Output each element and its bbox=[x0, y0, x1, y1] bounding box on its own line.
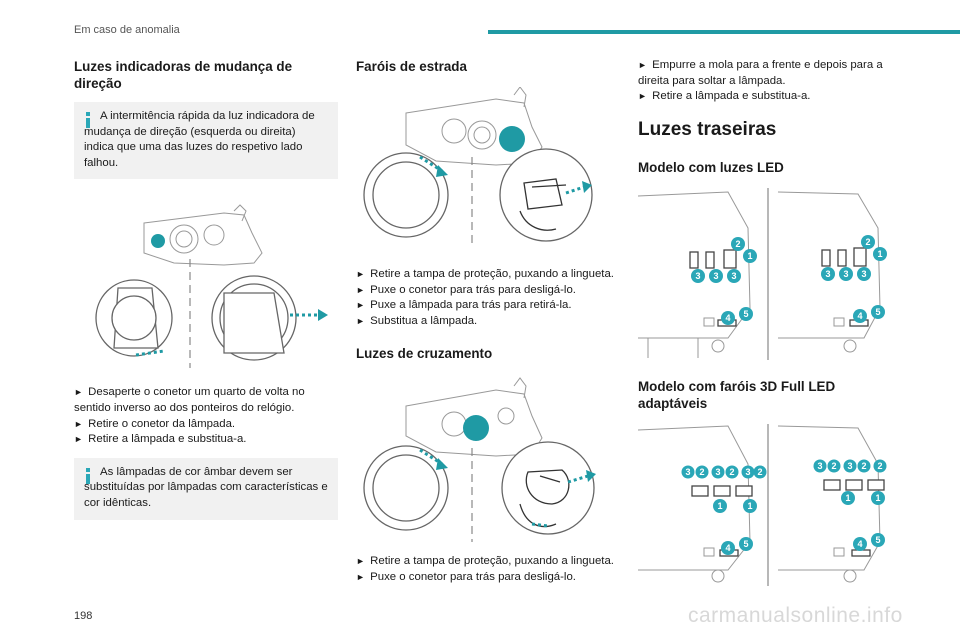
watermark: carmanualsonline.info bbox=[688, 604, 903, 627]
badge-label: 4 bbox=[857, 539, 862, 549]
low-beam-title: Luzes de cruzamento bbox=[356, 346, 493, 362]
led-rear-illustration: 2 1 3 3 3 4 5 2 1 3 3 3 4 5 bbox=[638, 187, 887, 360]
badge-label: 1 bbox=[845, 493, 850, 503]
led-model-title: Modelo com luzes LED bbox=[638, 159, 784, 175]
badge-label: 5 bbox=[875, 535, 880, 545]
info-note: A intermitência rápida da luz indicadora… bbox=[74, 102, 338, 180]
badge-label: 1 bbox=[747, 501, 752, 511]
column-rear-lights: ► Empurre a mola para a frente e depois … bbox=[638, 52, 888, 586]
turn-signals-title: Luzes indicadoras de mudança de direção bbox=[74, 59, 293, 91]
badge-label: 1 bbox=[877, 249, 882, 259]
high-beam-steps: ► Retire a tampa de proteção, puxando a … bbox=[356, 267, 620, 329]
badge-label: 3 bbox=[861, 269, 866, 279]
header-accent-bar bbox=[488, 30, 960, 34]
high-beam-title: Faróis de estrada bbox=[356, 59, 467, 74]
led-rear-figure: 2 1 3 3 3 4 5 2 1 3 3 3 4 5 bbox=[638, 187, 888, 360]
column-headlights: Faróis de estrada bbox=[356, 52, 620, 586]
step-item: ► Retire a lâmpada e substitua-a. bbox=[74, 433, 247, 446]
page-number: 198 bbox=[74, 610, 93, 622]
badge-label: 5 bbox=[743, 309, 748, 319]
step-item: ► Empurre a mola para a frente e depois … bbox=[638, 59, 883, 87]
column-turn-signals: Luzes indicadoras de mudança de direção … bbox=[74, 52, 338, 520]
step-item: ► Puxe o conetor para trás para desligá-… bbox=[356, 570, 576, 583]
high-beam-figure bbox=[356, 87, 620, 247]
badge-label: 3 bbox=[731, 271, 736, 281]
badge-label: 3 bbox=[695, 271, 700, 281]
rear-lights-title: Luzes traseiras bbox=[638, 118, 777, 140]
info-note-text: A intermitência rápida da luz indicadora… bbox=[84, 110, 315, 169]
badge-label: 3 bbox=[847, 461, 852, 471]
step-item: ► Retire a lâmpada e substitua-a. bbox=[638, 90, 811, 103]
badge-label: 2 bbox=[865, 237, 870, 247]
badge-label: 4 bbox=[725, 313, 730, 323]
badge-label: 2 bbox=[861, 461, 866, 471]
step-item: ► Retire a tampa de proteção, puxando a … bbox=[356, 268, 614, 280]
step-item: ► Retire a tampa de proteção, puxando a … bbox=[356, 555, 614, 568]
badge-label: 3 bbox=[825, 269, 830, 279]
turn-signal-illustration bbox=[95, 204, 328, 369]
step-item: ► Puxe a lâmpada para trás para retirá-l… bbox=[356, 299, 572, 312]
badge-label: 3 bbox=[715, 467, 720, 477]
badge-label: 1 bbox=[717, 501, 722, 511]
badge-label: 2 bbox=[735, 239, 740, 249]
full-led-rear-figure: 3 2 3 2 3 2 3 2 3 2 2 1 1 1 1 4 5 4 5 bbox=[638, 423, 888, 586]
step-item: ► Substitua a lâmpada. bbox=[356, 314, 478, 327]
badge-label: 2 bbox=[831, 461, 836, 471]
badge-label: 3 bbox=[685, 467, 690, 477]
low-beam-illustration bbox=[363, 377, 596, 543]
badge-label: 5 bbox=[743, 539, 748, 549]
badge-label: 3 bbox=[713, 271, 718, 281]
info-note: As lâmpadas de cor âmbar devem ser subst… bbox=[74, 457, 338, 520]
turn-signal-figure bbox=[74, 203, 338, 373]
step-item: ► Puxe o conetor para trás para desligá-… bbox=[356, 283, 576, 296]
info-icon bbox=[86, 112, 90, 128]
high-beam-illustration bbox=[363, 87, 593, 245]
badge-label: 4 bbox=[857, 311, 862, 321]
full-led-model-title: Modelo com faróis 3D Full LED adaptáveis bbox=[638, 378, 836, 411]
low-beam-steps: ► Retire a tampa de proteção, puxando a … bbox=[356, 554, 620, 585]
bulb-steps: ► Empurre a mola para a frente e depois … bbox=[638, 58, 888, 105]
badge-label: 3 bbox=[745, 467, 750, 477]
badge-label: 2 bbox=[877, 461, 882, 471]
step-item: ► Desaperte o conetor um quarto de volta… bbox=[74, 386, 305, 414]
badge-label: 2 bbox=[699, 467, 704, 477]
badge-label: 1 bbox=[747, 251, 752, 261]
badge-label: 2 bbox=[757, 467, 762, 477]
badge-label: 3 bbox=[843, 269, 848, 279]
badge-label: 2 bbox=[729, 467, 734, 477]
info-icon bbox=[86, 467, 90, 484]
badge-label: 5 bbox=[875, 307, 880, 317]
badge-label: 4 bbox=[725, 543, 730, 553]
low-beam-figure bbox=[356, 376, 620, 544]
badge-label: 1 bbox=[875, 493, 880, 503]
section-header: Em caso de anomalia bbox=[74, 24, 180, 36]
info-note-text: As lâmpadas de cor âmbar devem ser subst… bbox=[84, 465, 328, 509]
full-led-rear-illustration: 3 2 3 2 3 2 3 2 3 2 2 1 1 1 1 4 5 4 5 bbox=[638, 423, 887, 586]
badge-label: 3 bbox=[817, 461, 822, 471]
turn-signal-steps: ► Desaperte o conetor um quarto de volta… bbox=[74, 385, 338, 447]
step-item: ► Retire o conetor da lâmpada. bbox=[74, 417, 236, 430]
